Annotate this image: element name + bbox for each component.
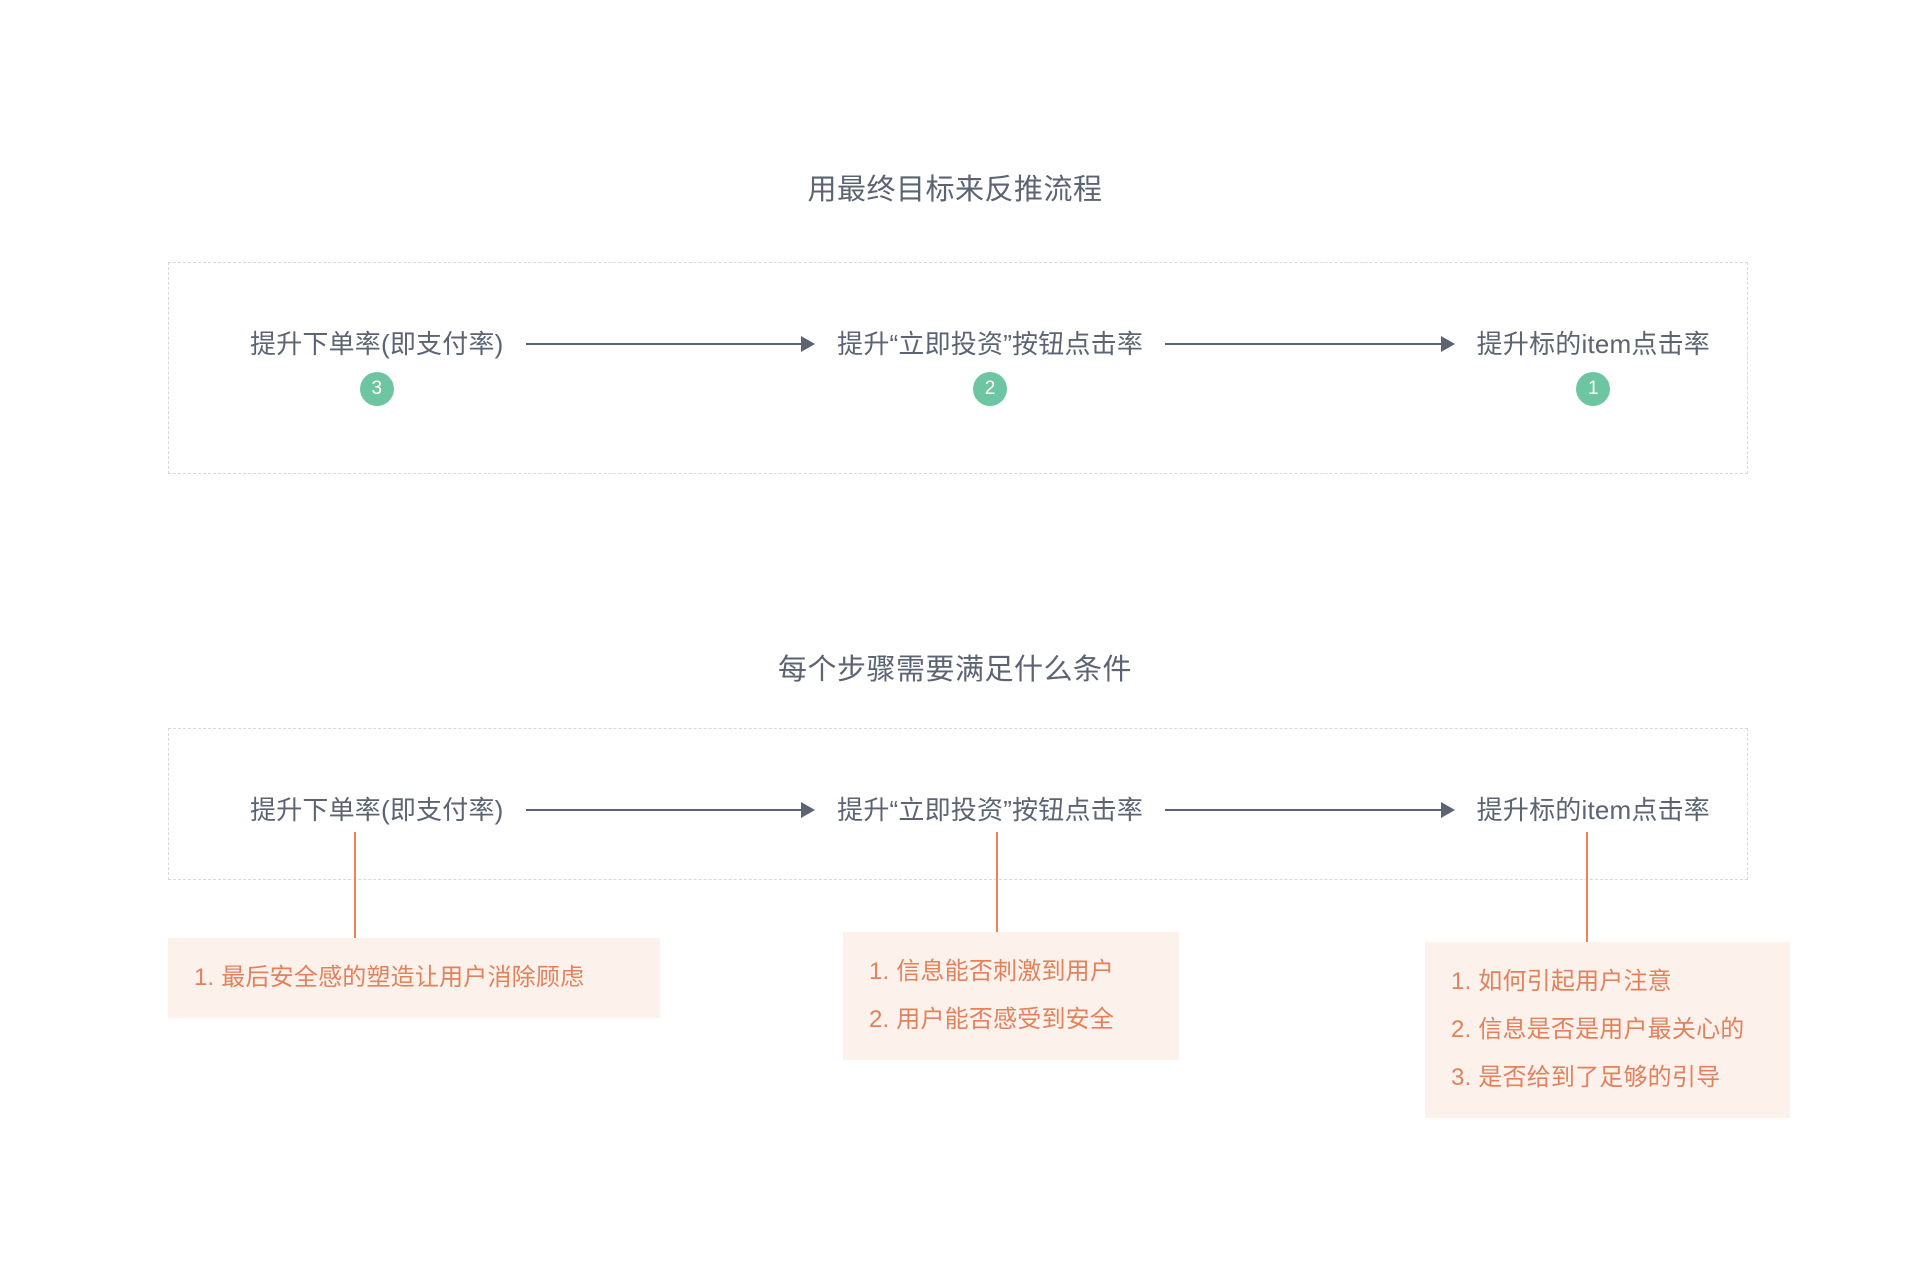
flow-node-invest-button-ctr-2[interactable]: 提升“立即投资”按钮点击率: [837, 790, 1143, 830]
condition-card-item-ctr: 1. 如何引起用户注意 2. 信息是否是用户最关心的 3. 是否给到了足够的引导: [1425, 942, 1790, 1118]
section-title-goal-flow: 用最终目标来反推流程: [807, 174, 1103, 206]
arrow-head-icon: [801, 802, 816, 818]
flow-node-invest-button-ctr[interactable]: 提升“立即投资”按钮点击率 2: [837, 324, 1144, 406]
flow-node-label: 提升“立即投资”按钮点击率: [837, 795, 1144, 825]
condition-item: 2. 信息是否是用户最关心的: [1451, 1016, 1745, 1043]
condition-item: 1. 信息能否刺激到用户: [869, 958, 1115, 985]
condition-card-payment-rate: 1. 最后安全感的塑造让用户消除顾虑: [168, 938, 660, 1018]
flow-node-label: 提升标的item点击率: [1476, 795, 1710, 825]
flow-node-item-ctr-2[interactable]: 提升标的item点击率: [1477, 790, 1710, 830]
arrow-shaft: [1165, 343, 1442, 345]
condition-item: 3. 是否给到了足够的引导: [1451, 1064, 1721, 1091]
step-badge-2: 2: [973, 372, 1008, 406]
arrow-connector-1: [525, 334, 816, 354]
callout-connector-line-1: [354, 832, 356, 940]
flow-node-label: 提升“立即投资”按钮点击率: [837, 329, 1144, 359]
arrow-connector-3: [525, 800, 816, 820]
condition-item: 1. 最后安全感的塑造让用户消除顾虑: [194, 964, 585, 991]
section-title-step-conditions: 每个步骤需要满足什么条件: [777, 654, 1132, 686]
flow-node-payment-rate-2[interactable]: 提升下单率(即支付率): [250, 790, 504, 830]
condition-item: 1. 如何引起用户注意: [1451, 968, 1672, 995]
flow-row-step-conditions: 提升下单率(即支付率) 提升“立即投资”按钮点击率 提升标的item点击率: [250, 788, 1710, 832]
step-badge-3: 3: [359, 372, 394, 406]
flow-container-step-conditions: [168, 728, 1748, 880]
step-badge-1: 1: [1576, 372, 1611, 406]
arrow-shaft: [525, 343, 803, 345]
arrow-head-icon: [1440, 336, 1455, 352]
arrow-connector-4: [1165, 800, 1455, 820]
flow-row-goal-flow: 提升下单率(即支付率) 3 提升“立即投资”按钮点击率 2 提升标的item点击…: [250, 322, 1710, 406]
flow-node-label: 提升下单率(即支付率): [250, 329, 504, 359]
arrow-shaft: [525, 809, 803, 811]
condition-card-invest-button: 1. 信息能否刺激到用户 2. 用户能否感受到安全: [843, 932, 1179, 1060]
callout-connector-line-3: [1586, 832, 1588, 942]
arrow-connector-2: [1165, 334, 1455, 354]
flow-node-label: 提升下单率(即支付率): [250, 795, 504, 825]
arrow-head-icon: [801, 336, 816, 352]
condition-item: 2. 用户能否感受到安全: [869, 1006, 1115, 1033]
flow-container-goal-flow: [168, 262, 1748, 474]
arrow-shaft: [1165, 809, 1442, 811]
arrow-head-icon: [1440, 802, 1455, 818]
flow-node-item-ctr[interactable]: 提升标的item点击率 1: [1476, 324, 1710, 406]
flow-node-label: 提升标的item点击率: [1476, 329, 1710, 359]
callout-connector-line-2: [996, 832, 998, 932]
flow-node-payment-rate[interactable]: 提升下单率(即支付率) 3: [250, 324, 504, 406]
